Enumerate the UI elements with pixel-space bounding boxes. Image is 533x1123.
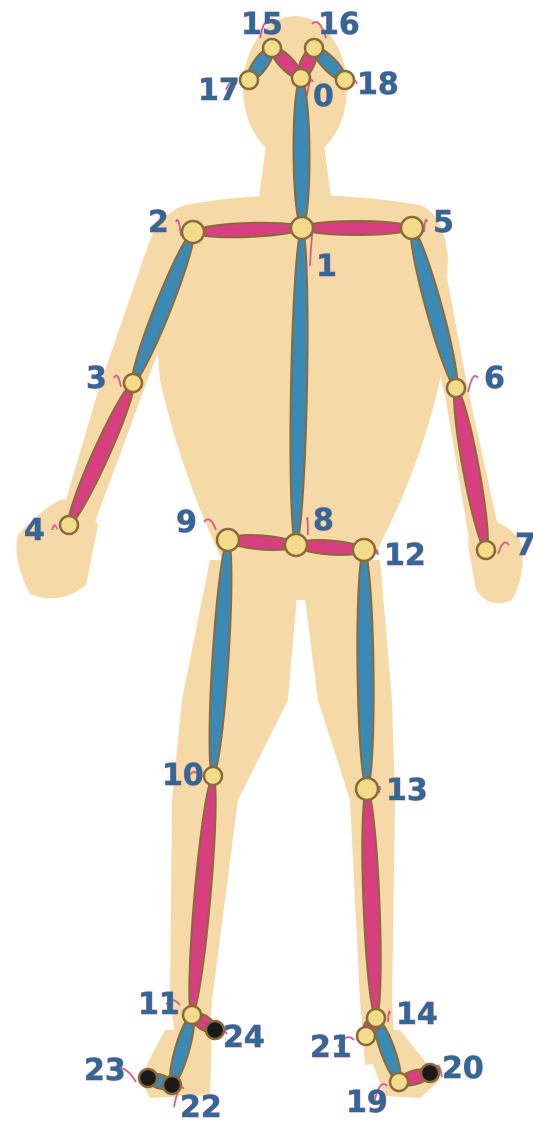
keypoint-label-7: 7	[515, 528, 533, 563]
joint-17	[240, 71, 258, 89]
joint-6	[447, 379, 465, 397]
keypoint-label-9: 9	[176, 505, 197, 540]
arrow-6	[468, 376, 478, 392]
joint-13	[356, 778, 378, 800]
keypoint-label-24: 24	[223, 1020, 265, 1055]
keypoint-label-12: 12	[384, 538, 426, 573]
keypoint-label-23: 23	[84, 1053, 126, 1088]
joint-7	[477, 541, 495, 559]
joint-0	[292, 69, 310, 87]
keypoint-label-22: 22	[180, 1090, 222, 1123]
keypoint-label-8: 8	[313, 503, 334, 538]
keypoint-label-0: 0	[313, 79, 334, 114]
keypoint-label-13: 13	[386, 773, 428, 808]
joint-22	[163, 1076, 181, 1094]
keypoint-label-2: 2	[148, 205, 169, 240]
arrow-8	[307, 518, 308, 535]
joint-11	[183, 1006, 201, 1024]
joint-9	[217, 529, 239, 551]
keypoint-label-21: 21	[310, 1030, 352, 1065]
joint-12	[353, 539, 375, 561]
keypoint-label-15: 15	[241, 7, 283, 42]
keypoint-label-10: 10	[162, 758, 204, 793]
arrow-12	[376, 550, 378, 555]
joint-5	[401, 217, 423, 239]
keypoint-label-20: 20	[442, 1051, 484, 1086]
keypoint-label-5: 5	[433, 205, 454, 240]
joint-19	[390, 1073, 408, 1091]
joint-23	[139, 1069, 157, 1087]
keypoint-label-16: 16	[318, 7, 360, 42]
keypoint-label-1: 1	[316, 249, 337, 284]
joint-1	[291, 217, 313, 239]
keypoint-label-4: 4	[24, 513, 45, 548]
bone-1-5	[302, 221, 412, 235]
joint-18	[336, 71, 354, 89]
body-silhouette	[17, 16, 523, 1098]
keypoint-label-11: 11	[138, 987, 180, 1022]
joint-8	[285, 534, 307, 556]
keypoint-label-14: 14	[396, 997, 438, 1032]
keypoint-label-19: 19	[346, 1085, 388, 1120]
joint-20	[421, 1064, 439, 1082]
joint-10	[204, 767, 222, 785]
bone-0-1	[293, 78, 310, 228]
keypoint-label-3: 3	[86, 361, 107, 396]
keypoint-label-17: 17	[198, 73, 240, 108]
joint-14	[367, 1009, 385, 1027]
joint-4	[60, 516, 78, 534]
keypoint-label-6: 6	[484, 361, 505, 396]
keypoint-label-18: 18	[357, 67, 399, 102]
joint-3	[124, 374, 142, 392]
joint-2	[182, 221, 204, 243]
joint-24	[206, 1021, 224, 1039]
joint-21	[357, 1027, 375, 1045]
